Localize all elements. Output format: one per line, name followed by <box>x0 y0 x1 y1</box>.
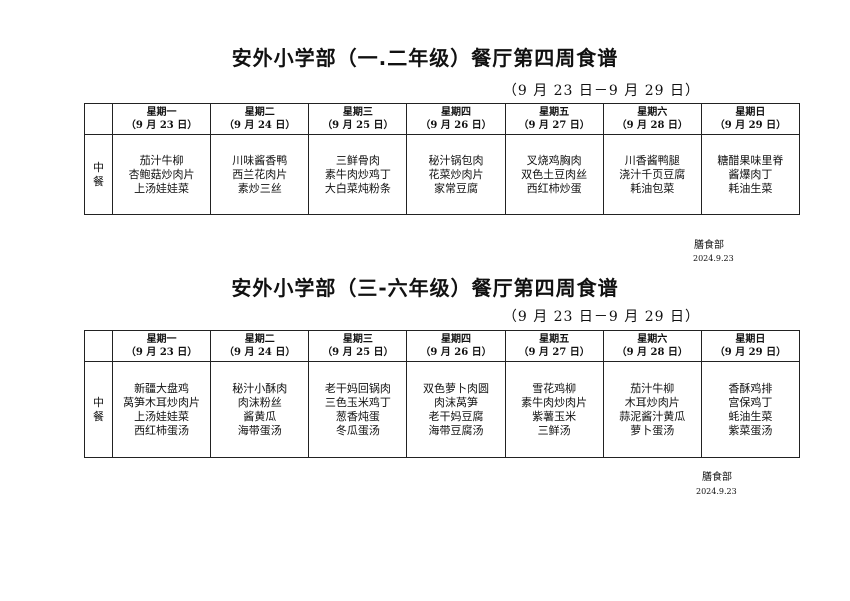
day-header: 星期五（9 月 27 日） <box>504 103 604 135</box>
section-2-lunch-row: 中餐 新疆大盘鸡莴笋木耳炒肉片上汤娃娃菜西红柿蛋汤 秘汁小酥肉肉沫粉丝酱黄瓜海带… <box>84 361 801 458</box>
section-1-title: 安外小学部（一.二年级）餐厅第四周食谱 <box>231 46 619 70</box>
section-1-lunch-row: 中餐 茄汁牛柳杏鲍菇炒肉片上汤娃娃菜 川味酱香鸭西兰花肉片素炒三丝 三鲜骨肉素牛… <box>84 134 801 215</box>
dish-cell: 叉烧鸡胸肉双色土豆肉丝西红柿炒蛋 <box>504 134 604 215</box>
section-2-menu-table: 星期一（9 月 23 日） 星期二（9 月 24 日） 星期三（9 月 25 日… <box>84 330 801 458</box>
meal-label: 中餐 <box>84 361 113 458</box>
dish-cell: 新疆大盘鸡莴笋木耳炒肉片上汤娃娃菜西红柿蛋汤 <box>111 361 212 458</box>
meal-label: 中餐 <box>84 134 113 215</box>
section-1-menu-table: 星期一（9 月 23 日） 星期二（9 月 24 日） 星期三（9 月 25 日… <box>84 103 801 215</box>
dish-cell: 雪花鸡柳素牛肉炒肉片紫薯玉米三鲜汤 <box>504 361 604 458</box>
section-2-footer-dept: 膳食部 <box>702 472 732 483</box>
dish-cell: 川香酱鸭腿浇汁千页豆腐耗油包菜 <box>602 134 702 215</box>
day-header: 星期日（9 月 29 日） <box>700 103 801 135</box>
day-header: 星期三（9 月 25 日） <box>308 103 408 135</box>
dish-cell: 糖醋果味里脊酱爆肉丁耗油生菜 <box>700 134 801 215</box>
day-header: 星期五（9 月 27 日） <box>504 330 604 362</box>
dish-cell: 老干妈回锅肉三色玉米鸡丁葱香炖蛋冬瓜蛋汤 <box>308 361 408 458</box>
day-header: 星期六（9 月 28 日） <box>602 103 702 135</box>
day-header: 星期六（9 月 28 日） <box>602 330 702 362</box>
day-header: 星期三（9 月 25 日） <box>308 330 408 362</box>
dish-cell: 秘汁锅包肉花菜炒肉片家常豆腐 <box>406 134 506 215</box>
day-header: 星期四（9 月 26 日） <box>406 330 506 362</box>
section-1-footer-dept: 膳食部 <box>694 240 724 251</box>
section-2-title: 安外小学部（三-六年级）餐厅第四周食谱 <box>231 276 619 300</box>
day-header: 星期日（9 月 29 日） <box>700 330 801 362</box>
dish-cell: 双色萝卜肉圆肉沫莴笋老干妈豆腐海带豆腐汤 <box>406 361 506 458</box>
day-header: 星期一（9 月 23 日） <box>111 103 212 135</box>
section-1-footer-date: 2024.9.23 <box>693 254 734 263</box>
day-header: 星期四（9 月 26 日） <box>406 103 506 135</box>
corner-cell <box>84 330 113 362</box>
day-header: 星期二（9 月 24 日） <box>210 330 310 362</box>
section-1-header-row: 星期一（9 月 23 日） 星期二（9 月 24 日） 星期三（9 月 25 日… <box>84 103 801 135</box>
section-2-date-range: （9 月 23 日－9 月 29 日） <box>502 309 700 325</box>
day-header: 星期一（9 月 23 日） <box>111 330 212 362</box>
section-1-date-range: （9 月 23 日－9 月 29 日） <box>502 83 700 99</box>
dish-cell: 香酥鸡排宫保鸡丁蚝油生菜紫菜蛋汤 <box>700 361 801 458</box>
dish-cell: 茄汁牛柳杏鲍菇炒肉片上汤娃娃菜 <box>111 134 212 215</box>
dish-cell: 三鲜骨肉素牛肉炒鸡丁大白菜炖粉条 <box>308 134 408 215</box>
day-header: 星期二（9 月 24 日） <box>210 103 310 135</box>
dish-cell: 川味酱香鸭西兰花肉片素炒三丝 <box>210 134 310 215</box>
dish-cell: 秘汁小酥肉肉沫粉丝酱黄瓜海带蛋汤 <box>210 361 310 458</box>
dish-cell: 茄汁牛柳木耳炒肉片蒜泥酱汁黄瓜萝卜蛋汤 <box>602 361 702 458</box>
corner-cell <box>84 103 113 135</box>
section-2-footer-date: 2024.9.23 <box>696 487 737 496</box>
section-2-header-row: 星期一（9 月 23 日） 星期二（9 月 24 日） 星期三（9 月 25 日… <box>84 330 801 362</box>
